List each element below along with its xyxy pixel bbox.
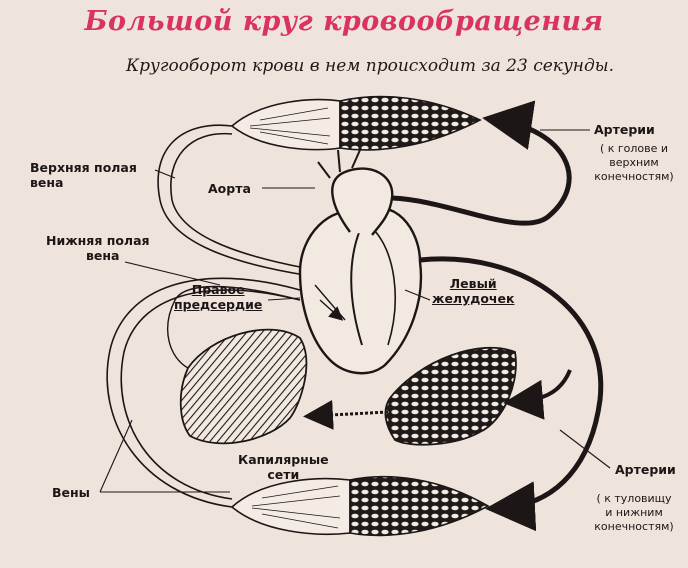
- label-vena-cava-superior-line1: Верхняя полая: [30, 160, 137, 175]
- label-vena-cava-superior: Верхняя полая вена: [30, 160, 137, 190]
- label-capillaries-line1: Капилярные: [238, 452, 329, 467]
- superior-vena-cava: [157, 124, 306, 276]
- label-vena-cava-inferior-line1: Нижняя полая: [46, 233, 150, 248]
- upper-capillary-bed: [230, 95, 482, 151]
- label-arteries-upper: Артерии: [594, 122, 655, 137]
- heart: [298, 206, 423, 375]
- label-arteries-lower-note-line2: и нижним: [605, 506, 663, 519]
- label-arteries-upper-note-line3: конечностям): [594, 170, 674, 183]
- label-left-ventricle: Левый желудочек: [432, 276, 514, 306]
- label-capillaries: Капилярные сети: [238, 452, 329, 482]
- label-arteries-upper-note-line2: верхним: [609, 156, 659, 169]
- diagram-subtitle: Кругооборот крови в нем происходит за 23…: [125, 56, 615, 76]
- label-right-atrium-line1: Правое: [191, 282, 245, 297]
- label-capillaries-line2: сети: [267, 467, 300, 482]
- label-vena-cava-inferior-line2: вена: [86, 248, 120, 263]
- label-vena-cava-inferior: Нижняя полая вена: [46, 233, 150, 263]
- right-capillary-net: [384, 346, 517, 446]
- label-right-atrium-line2: предсердие: [174, 297, 263, 312]
- label-arteries-lower-note: ( к туловищу и нижним конечностям): [582, 492, 686, 534]
- label-arteries-upper-note: ( к голове и верхним конечностям): [582, 142, 686, 184]
- left-capillary-net: [179, 328, 308, 445]
- diagram-title: Большой круг кровообращения: [84, 6, 604, 37]
- label-aorta: Аорта: [208, 181, 251, 196]
- lower-capillary-bed: [230, 475, 490, 537]
- lower-arteries: [419, 256, 604, 532]
- label-left-ventricle-line1: Левый: [449, 276, 497, 291]
- label-arteries-upper-note-line1: ( к голове и: [599, 142, 669, 155]
- label-arteries-lower-note-line1: ( к туловищу: [596, 492, 672, 505]
- label-veins: Вены: [52, 485, 90, 500]
- label-left-ventricle-line2: желудочек: [432, 291, 515, 306]
- inferior-vena-cava: [106, 277, 301, 508]
- upper-arteries: [391, 100, 572, 226]
- label-arteries-lower-note-line3: конечностям): [594, 520, 674, 533]
- label-vena-cava-superior-line2: вена: [30, 175, 64, 190]
- label-arteries-lower: Артерии: [615, 462, 676, 477]
- label-right-atrium: Правое предсердие: [174, 282, 262, 312]
- aorta-arch: [331, 167, 394, 236]
- leader-lines: [99, 129, 611, 493]
- capillary-flow-arrow: [303, 399, 389, 430]
